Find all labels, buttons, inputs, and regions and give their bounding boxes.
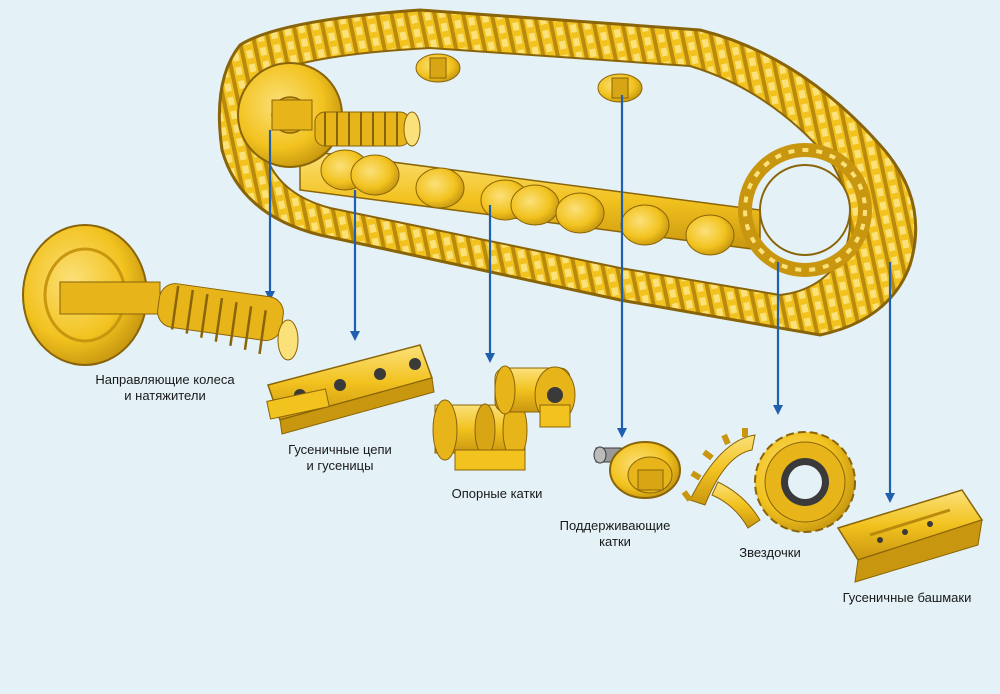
label-track-rollers: Опорные катки bbox=[432, 486, 562, 502]
label-sprockets: Звездочки bbox=[710, 545, 830, 561]
track-undercarriage-illustration bbox=[217, 8, 918, 337]
label-carrier-rollers: Поддерживающие катки bbox=[545, 518, 685, 550]
label-idlers-line1: Направляющие колеса bbox=[95, 372, 235, 387]
label-shoes: Гусеничные башмаки bbox=[818, 590, 996, 606]
label-chains-line1: Гусеничные цепи bbox=[288, 442, 392, 457]
drive-sprocket bbox=[738, 143, 872, 277]
track-roller-pair-icon bbox=[432, 365, 576, 471]
sprocket-wheel bbox=[754, 431, 856, 533]
label-carrier-rollers-line1: Поддерживающие bbox=[559, 518, 671, 533]
bottom-track-rollers bbox=[320, 149, 735, 256]
sprocket-and-segments-icon bbox=[681, 428, 856, 533]
label-chains-line2: и гусеницы bbox=[306, 458, 374, 473]
track-chain-link-icon bbox=[266, 344, 435, 435]
label-shoes-line1: Гусеничные башмаки bbox=[842, 590, 972, 605]
track-roller-single-flange bbox=[494, 365, 576, 428]
sprocket-segment-lower bbox=[711, 481, 761, 529]
label-track-rollers-line1: Опорные катки bbox=[451, 486, 543, 501]
label-carrier-rollers-line2: катки bbox=[599, 534, 631, 549]
carrier-roller-icon bbox=[593, 441, 681, 499]
top-carrier-roller-2 bbox=[597, 73, 643, 103]
track-roller-double-flange bbox=[432, 399, 528, 471]
top-carrier-roller-1 bbox=[415, 53, 461, 83]
pointer-arrows bbox=[265, 95, 895, 503]
idler-with-recoil-spring-icon bbox=[22, 224, 299, 366]
label-idlers-line2: и натяжители bbox=[124, 388, 206, 403]
label-chains: Гусеничные цепи и гусеницы bbox=[270, 442, 410, 474]
label-sprockets-line1: Звездочки bbox=[739, 545, 801, 560]
label-idlers: Направляющие колеса и натяжители bbox=[60, 372, 270, 404]
sprocket-segment-upper bbox=[681, 428, 756, 506]
frame-recoil-spring bbox=[314, 111, 421, 147]
track-shoe-icon bbox=[836, 489, 984, 583]
